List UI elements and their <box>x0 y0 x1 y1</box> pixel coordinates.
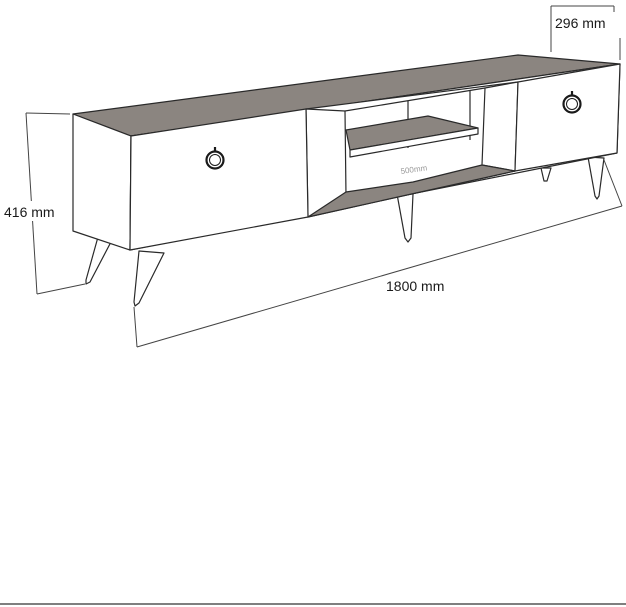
width-ext-right <box>603 159 623 207</box>
width-label: 1800 mm <box>386 278 444 294</box>
handle-left <box>205 147 225 170</box>
height-ext-bottom <box>36 283 86 295</box>
leg-right-front <box>587 156 605 200</box>
handle-right <box>562 91 582 114</box>
legs <box>85 156 605 307</box>
compartment-back-edge <box>344 87 486 112</box>
depth-label: 296 mm <box>555 15 606 31</box>
width-dim-line <box>136 205 623 348</box>
handle-left-ring-inner <box>209 154 221 166</box>
handle-right-ring-inner <box>566 98 578 110</box>
right-door <box>514 63 621 172</box>
left-side-panel <box>72 113 132 251</box>
leg-left-back <box>85 236 113 285</box>
height-label: 416 mm <box>4 204 55 220</box>
width-ext-left <box>133 306 138 348</box>
leg-back-right <box>540 167 552 182</box>
compartment-wall-right <box>481 81 519 172</box>
cabinet <box>72 54 621 251</box>
inner-width-label: 500mm <box>400 163 428 176</box>
left-door <box>129 108 309 251</box>
leg-left-front <box>133 250 165 307</box>
height-ext-top <box>25 112 71 115</box>
height-label-bg <box>2 201 68 221</box>
leg-middle <box>396 193 414 243</box>
depth-label-bg <box>553 12 619 32</box>
compartment-floor <box>307 164 516 218</box>
shelf-front-edge <box>349 127 479 158</box>
